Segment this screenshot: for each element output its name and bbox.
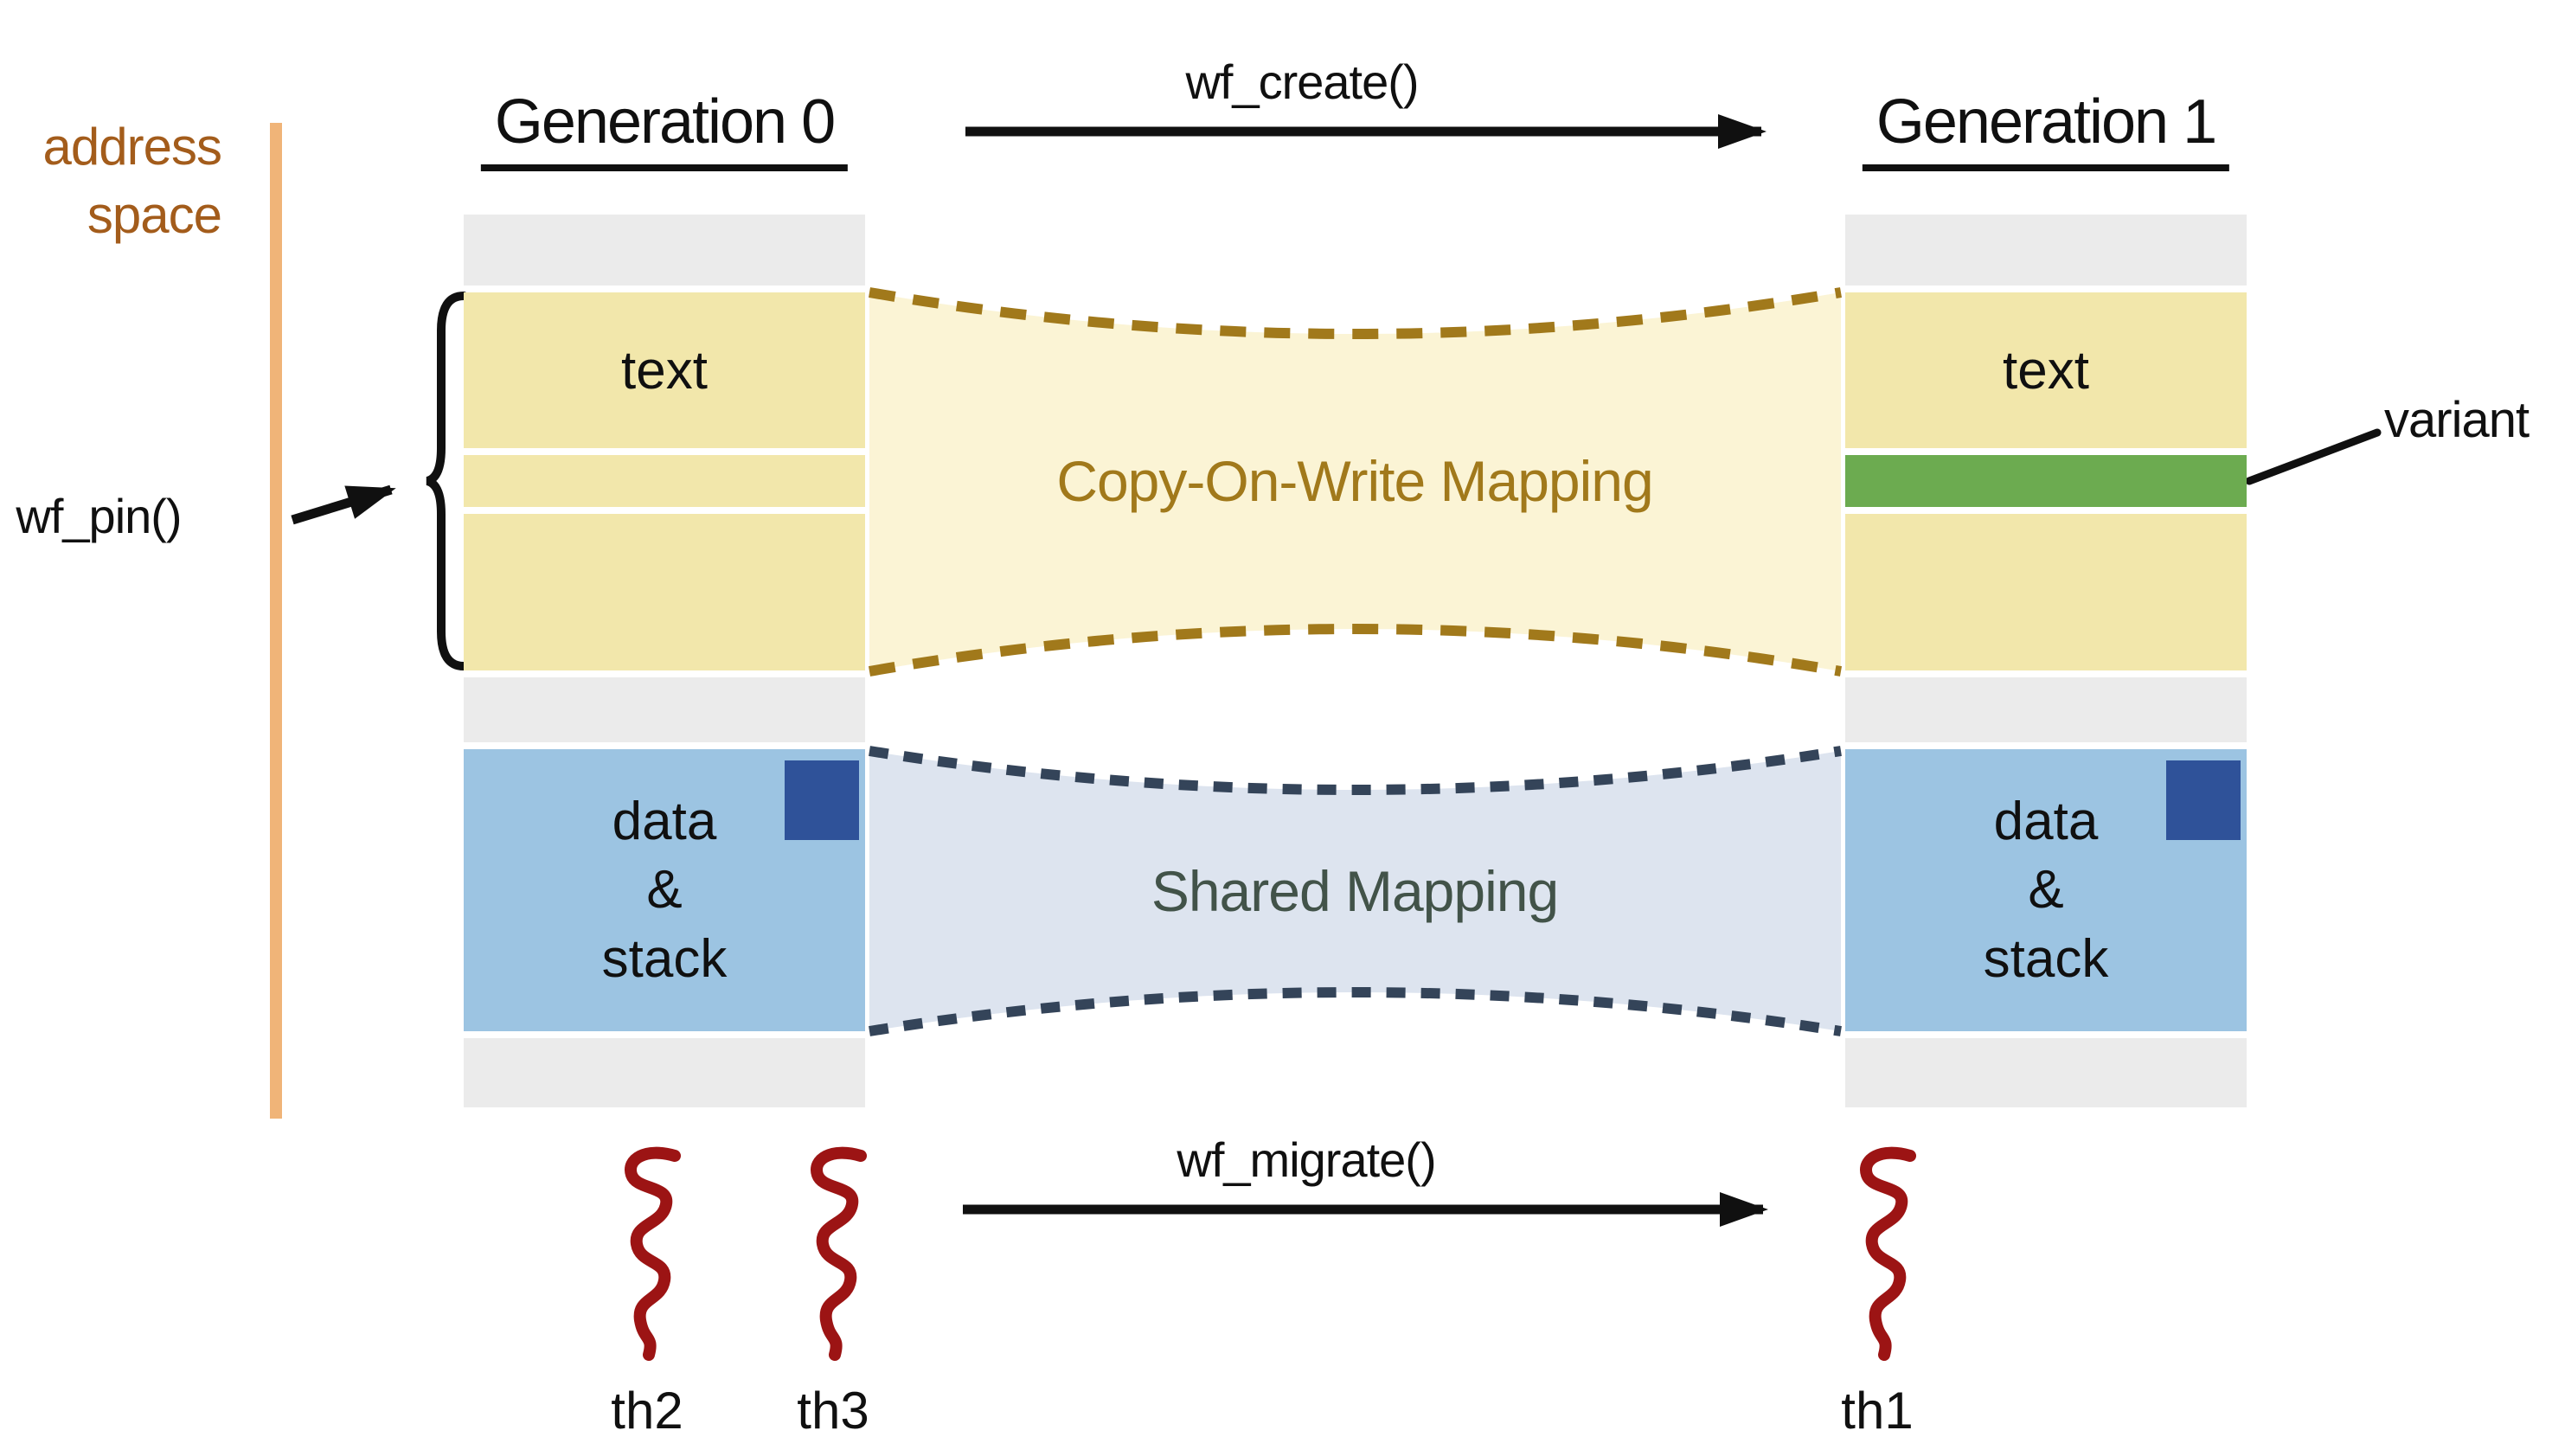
gen1-variant-block: [1845, 455, 2247, 507]
gen1-stack-label: stack: [1983, 928, 2109, 989]
thread-icon-th3: [817, 1153, 861, 1355]
gen0-stack-label: stack: [601, 928, 728, 989]
wf-create-label: wf_create(): [1185, 55, 1419, 109]
shared-band-bottom-border: [869, 987, 1842, 1036]
gen0-text-block-label: text: [621, 340, 708, 401]
wf-pin-arrow: [291, 484, 396, 525]
gen1-reserved-middle-block: [1845, 677, 2247, 742]
variant-pointer-line: [2245, 428, 2382, 485]
gen1-ampersand-label: &: [2028, 860, 2064, 920]
shared-mapping-label: Shared Mapping: [1151, 859, 1559, 923]
variant-label: variant: [2384, 392, 2530, 448]
thread-icon-th2: [631, 1153, 675, 1355]
generation-1-column: text data & stack: [1845, 215, 2247, 1107]
cow-band-bottom-border: [868, 624, 1843, 677]
pinned-region-brace: [426, 292, 468, 670]
generation-0-column: text data & stack: [464, 215, 865, 1107]
gen1-reserved-bottom-block: [1845, 1038, 2247, 1107]
thread-icon-th1: [1866, 1153, 1910, 1355]
gen1-data-label: data: [1993, 791, 2099, 851]
gen1-text-lower-block: [1845, 514, 2247, 670]
gen0-tls-square: [785, 760, 859, 840]
gen0-data-label: data: [612, 791, 717, 851]
generation-0-title: Generation 0: [480, 87, 849, 171]
thread-label-th3: th3: [797, 1382, 869, 1440]
cow-band-fill: [869, 292, 1841, 671]
thread-label-th1: th1: [1841, 1382, 1914, 1440]
gen1-text-block-label: text: [2003, 340, 2089, 401]
gen0-text-lower-block: [464, 514, 865, 670]
gen0-text-block: text: [464, 292, 865, 448]
gen0-ampersand-label: &: [646, 860, 683, 920]
gen1-reserved-top-block: [1845, 215, 2247, 285]
gen0-reserved-bottom-block: [464, 1038, 865, 1107]
wf-pin-label: wf_pin(): [16, 489, 182, 543]
gen0-data-stack-block: data & stack: [464, 749, 865, 1031]
address-space-axis-line: [270, 123, 282, 1119]
address-space-label-line2: space: [87, 186, 222, 245]
address-space-label: address space: [0, 112, 222, 249]
gen0-text-strip-block: [464, 455, 865, 507]
generation-1-title: Generation 1: [1862, 87, 2230, 171]
gen0-reserved-top-block: [464, 215, 865, 285]
cow-mapping-label: Copy-On-Write Mapping: [1056, 449, 1653, 513]
gen1-data-stack-block: data & stack: [1845, 749, 2247, 1031]
shared-band-top-border: [869, 746, 1842, 795]
cow-band-top-border: [868, 287, 1843, 339]
gen1-tls-square: [2166, 760, 2241, 840]
address-space-label-line1: address: [42, 118, 222, 176]
gen0-reserved-middle-block: [464, 677, 865, 742]
thread-label-th2: th2: [611, 1382, 683, 1440]
gen1-text-block: text: [1845, 292, 2247, 448]
shared-band-fill: [869, 751, 1841, 1031]
wf-migrate-label: wf_migrate(): [1177, 1132, 1436, 1187]
